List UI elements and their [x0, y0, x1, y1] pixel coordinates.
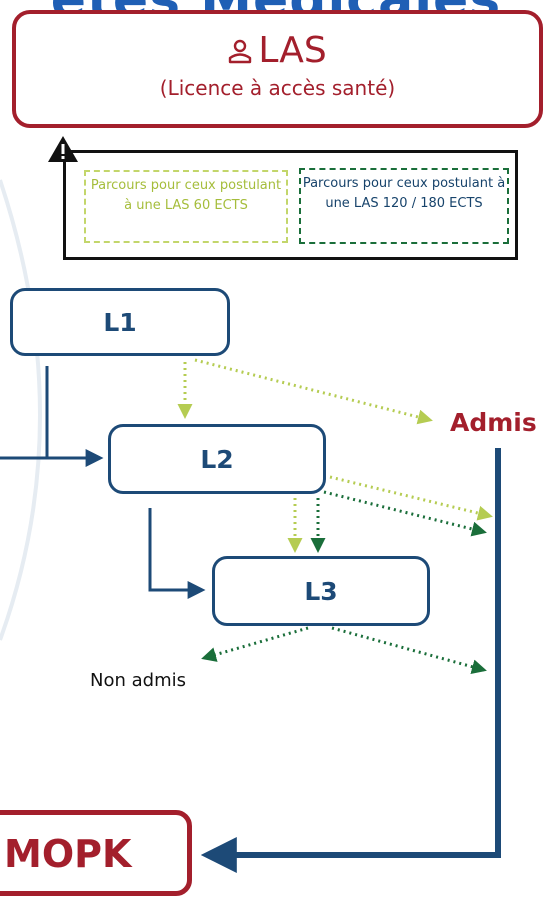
person-icon	[228, 32, 252, 73]
node-l1: L1	[10, 288, 230, 356]
dotted-l2-to-admis-las120	[323, 490, 487, 537]
dotted-l3-to-non-admis	[201, 626, 309, 662]
las-title: LAS	[12, 30, 543, 73]
warning-icon	[46, 134, 80, 168]
legend-las60: Parcours pour ceux postulant à une LAS 6…	[84, 170, 288, 243]
arrow-l2-to-l3	[148, 508, 206, 599]
node-l2-label: L2	[200, 444, 234, 474]
las-box	[12, 10, 543, 128]
arrow-admis-to-mopk	[200, 448, 501, 873]
admis-label: Admis	[450, 408, 537, 437]
las-subtitle: (Licence à accès santé)	[159, 76, 396, 100]
dotted-l2-to-admis-las60	[329, 475, 493, 521]
node-l2: L2	[108, 424, 326, 494]
dotted-l3-to-admis	[331, 626, 487, 675]
node-l1-label: L1	[103, 307, 137, 337]
legend-las120: Parcours pour ceux postulant à une LAS 1…	[299, 168, 509, 244]
dotted-l1-to-admis-las60	[194, 358, 433, 425]
node-l3: L3	[212, 556, 430, 626]
non-admis-label: Non admis	[90, 670, 186, 691]
node-l3-label: L3	[304, 576, 338, 606]
mopk-box	[0, 810, 192, 896]
las-title-text: LAS	[258, 30, 327, 71]
background-arc	[0, 179, 42, 641]
mopk-label: MOPK	[4, 832, 132, 876]
